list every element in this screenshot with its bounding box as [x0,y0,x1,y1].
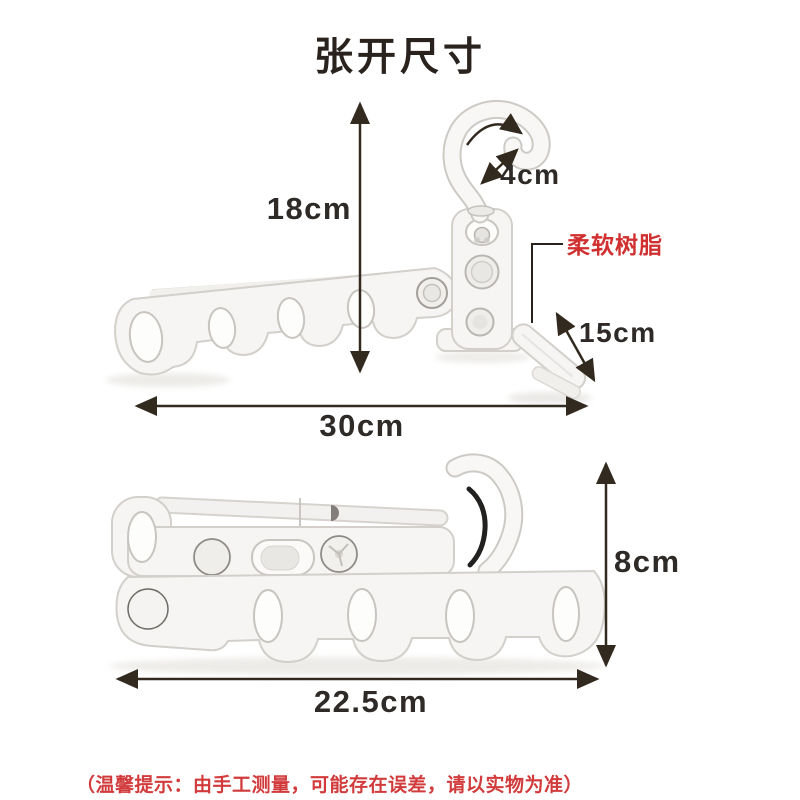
hook-arc-arrow [465,113,524,146]
hanger-hole [207,307,237,349]
folded-view-dimensions: 8cm 22.5cm [115,461,681,719]
gear-spoke [338,543,349,555]
mid-arm-button [193,538,231,576]
base-rail-end-ring [552,586,580,642]
shadow [435,351,531,363]
column-button-inner [470,260,494,284]
folded-hook [445,453,524,581]
clip-length-arrow [555,311,596,383]
gear-spoke [328,545,340,555]
hanger-hole [128,311,164,363]
open-hanger-photo [106,99,592,404]
mid-arm-slider [260,545,300,571]
height-dimension-label: 18cm [267,191,352,226]
column-gear-dot [474,237,480,243]
shadow [106,373,230,387]
base-rail-hole [253,589,283,643]
hook-collar [467,205,495,217]
folded-hanger-view: 8cm 22.5cm [109,453,681,719]
column-gear-dot [484,237,490,243]
hanger-hook [442,99,551,224]
open-view-dimensions: 18cm 4cm 30cm 15cm 柔软树脂 [134,101,663,443]
folded-width-label: 22.5cm [314,684,428,719]
folded-hanger-photo [109,453,606,675]
base-rail-hole [445,589,475,643]
column-button-low-inner [472,314,488,330]
material-callout-leader [531,243,563,323]
measurement-disclaimer: （温馨提示：由手工测量，可能存在误差，请以实物为准） [76,775,584,796]
shadow [109,657,605,675]
folded-height-label: 8cm [614,544,681,579]
latch-bar [155,498,447,525]
width-dimension-label: 30cm [319,408,404,443]
gear-spoke [338,553,343,567]
hook-gap-shadow [466,486,488,568]
latch-hinge-pin [331,505,339,521]
hook-width-arrow [480,148,519,185]
hanger-hole [276,297,306,339]
page-title: 张开尺寸 [313,36,486,79]
base-rail-hole [347,588,377,642]
base-rail-button [127,588,169,630]
material-callout-label: 柔软树脂 [567,232,663,258]
mid-arm-hole [127,511,157,563]
arm-pivot-inner [422,283,442,303]
hook-width-label: 4cm [500,159,561,190]
clip-length-label: 15cm [579,317,657,348]
open-hanger-view: 18cm 4cm 30cm 15cm 柔软树脂 [106,99,663,443]
